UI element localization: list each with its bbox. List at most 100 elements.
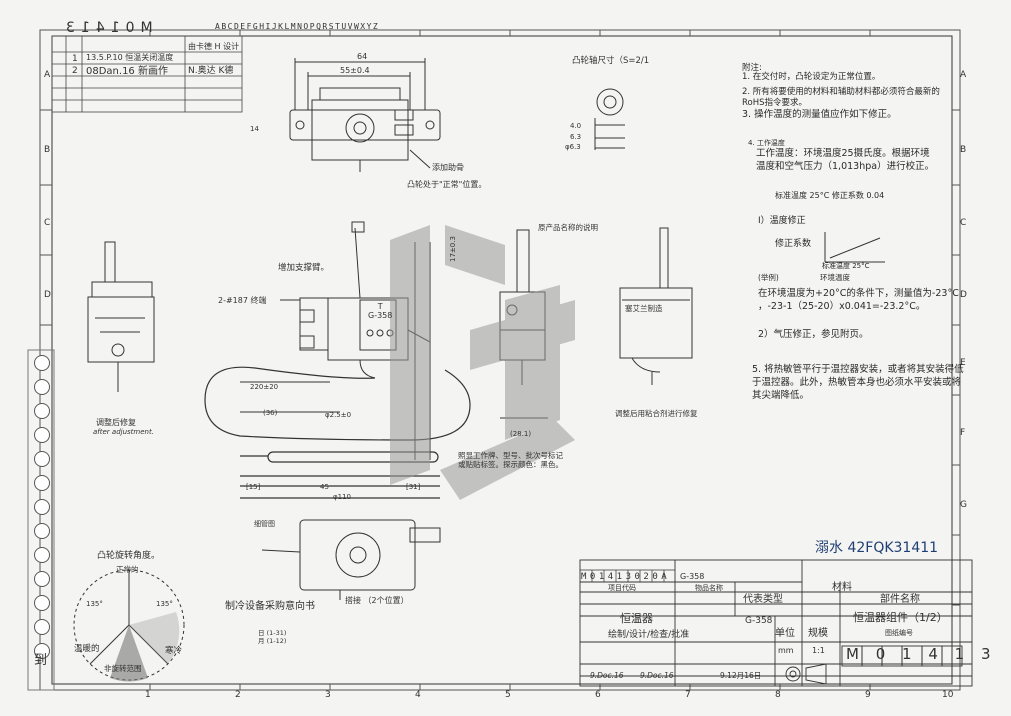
- note-sec2: 2）气压修正，参见附页。: [758, 329, 869, 340]
- roles-label: 绘制/设计/检查/批准: [608, 630, 690, 640]
- border-number: 9: [865, 690, 871, 700]
- product-name: 恒温器: [620, 612, 653, 625]
- drawing-date: 9.12月16日: [720, 671, 762, 680]
- part-stamp-name: 溺水 42FQK31411: [815, 540, 939, 556]
- border-letter: B: [44, 145, 51, 155]
- label-clip: 搭接 （2个位置）: [345, 596, 409, 605]
- label-part-name: 部件名称: [880, 594, 920, 605]
- border-letter: D: [960, 290, 967, 300]
- binding-hole: [34, 547, 50, 563]
- revision-text: 08Dan.16 新画作: [86, 66, 168, 77]
- border-number: 5: [505, 690, 511, 700]
- border-number: 4: [415, 690, 421, 700]
- border-letter: A: [44, 70, 51, 80]
- note-4: 工作温度：环境温度25摄氏度。根据环境 温度和空气压力（1,013hpa）进行校…: [756, 148, 935, 172]
- border-number: 8: [775, 690, 781, 700]
- border-letter: E: [960, 358, 966, 368]
- revision-mark: 2: [72, 66, 78, 76]
- revision-mark: 1: [72, 54, 78, 64]
- label-ring: 塞艾兰制造: [625, 304, 663, 313]
- dim-14: 14: [250, 125, 259, 133]
- label-terminal: 2-#187 终端: [218, 296, 267, 305]
- label-support: 增加支撑臂。: [278, 263, 330, 273]
- unit-value: mm: [778, 646, 794, 655]
- revision-by: 由卡德 H 设计: [188, 42, 240, 51]
- purchase-title: 制冷设备采购意向书: [225, 601, 315, 612]
- note-3: 3. 操作温度的测量值应作如下修正。: [742, 109, 897, 120]
- dim-28: (28.1): [510, 430, 532, 438]
- binding-holes: [33, 355, 51, 685]
- top-view-caption: 凸轮处于"正常"位置。: [407, 180, 487, 189]
- border-letter: C: [960, 218, 967, 228]
- purchase-line1: 日 (1-31): [258, 629, 287, 637]
- dim-64: 64: [357, 52, 368, 61]
- binding-hole: [34, 355, 50, 371]
- binding-hole: [34, 451, 50, 467]
- part-code: M01413020A: [581, 572, 671, 582]
- border-number: 3: [325, 690, 331, 700]
- border-letter: B: [960, 145, 967, 155]
- signature-1: 9.Doc.16: [590, 671, 624, 680]
- watermark-logo: [390, 225, 575, 500]
- scale-value: 1:1: [812, 646, 825, 655]
- label-item-code: 项目代码: [608, 584, 636, 592]
- revision-text: 13.5.P.10 恒温关闭温度: [86, 53, 174, 62]
- label-after-en: after adjustment.: [93, 428, 154, 436]
- dim-55: 55±0.4: [340, 66, 370, 75]
- label-cold: 寒冷: [165, 646, 183, 656]
- dim-17: 17±0.3: [448, 236, 457, 262]
- drawing-no-label: 图纸编号: [885, 629, 913, 637]
- header-letters: ABCDEFGHIJKLMNOPQRSTUVWXYZ: [215, 22, 380, 31]
- product-stamp: T G-358: [368, 302, 393, 321]
- cam-shaft-title: 凸轮轴尺寸（S=2/1: [572, 56, 650, 66]
- border-letter: A: [960, 70, 967, 80]
- binding-hole: [34, 619, 50, 635]
- binding-hole: [34, 379, 50, 395]
- dim-36: (36): [263, 409, 278, 417]
- label-cap: 细管图: [254, 520, 275, 528]
- border-number: 7: [685, 690, 691, 700]
- binding-hole: [34, 571, 50, 587]
- side-char: 到: [34, 653, 48, 668]
- dim-220: 220±20: [250, 383, 279, 391]
- model-code: G-358: [680, 572, 705, 581]
- cam-dim-a: 4.0: [570, 122, 582, 130]
- dim-31: [31]: [406, 483, 421, 491]
- cam-dim-c: φ6.3: [565, 143, 581, 151]
- angle-a: 135°: [86, 600, 103, 608]
- part-name-value: 恒温器组件（1/2）: [853, 611, 948, 624]
- scale-label: 规模: [808, 628, 828, 639]
- binding-hole: [34, 643, 50, 659]
- binding-hole: [34, 475, 50, 491]
- label-adjust: 调整后用粘合剂进行修复: [615, 409, 698, 418]
- drawing-number: M 0 1 4 1 3: [846, 645, 997, 663]
- binding-hole: [34, 523, 50, 539]
- label-rep-type: 代表类型: [743, 594, 783, 605]
- notes-head: 附注:: [742, 63, 762, 73]
- dim-254: φ2.5±0: [325, 411, 352, 419]
- revision-by: N.奥达 K德: [188, 66, 234, 76]
- revision-mirror-code: M01413: [60, 20, 153, 36]
- border-number: 10: [942, 690, 954, 700]
- example-text: 在环境温度为+20°C的条件下，测量值为-23°C ，-23-1（25-20）x…: [758, 288, 959, 312]
- cam-dim-b: 6.3: [570, 133, 582, 141]
- label-product-name: 原产品名称的说明: [538, 223, 598, 232]
- label-shaft: 添加助骨: [432, 163, 464, 172]
- note-1: 1. 在交付时，凸轮设定为正常位置。: [742, 72, 881, 82]
- coef-label: 修正系数: [775, 239, 812, 249]
- binding-hole: [34, 499, 50, 515]
- dim-45: 45: [320, 483, 329, 491]
- note-std: 标准温度 25°C 修正系数 0.04: [775, 191, 885, 200]
- border-letter: G: [960, 500, 967, 510]
- note-4-head: 4. 工作温度: [748, 139, 785, 147]
- purchase-line2: 月 (1-12): [258, 637, 287, 645]
- border-number: 2: [235, 690, 241, 700]
- dim-110: φ110: [333, 493, 351, 501]
- label-product-name: 物品名称: [695, 584, 723, 592]
- signature-2: 9.Doc.16: [640, 671, 674, 680]
- label-warm: 温暖的: [74, 644, 100, 654]
- angle-b: 135°: [156, 600, 173, 608]
- label-normal: 正常的: [116, 565, 139, 574]
- label-stamp: 照显工作牌、型号、批次号标记 或贴贴标签。探示颜色：黑色。: [458, 451, 563, 469]
